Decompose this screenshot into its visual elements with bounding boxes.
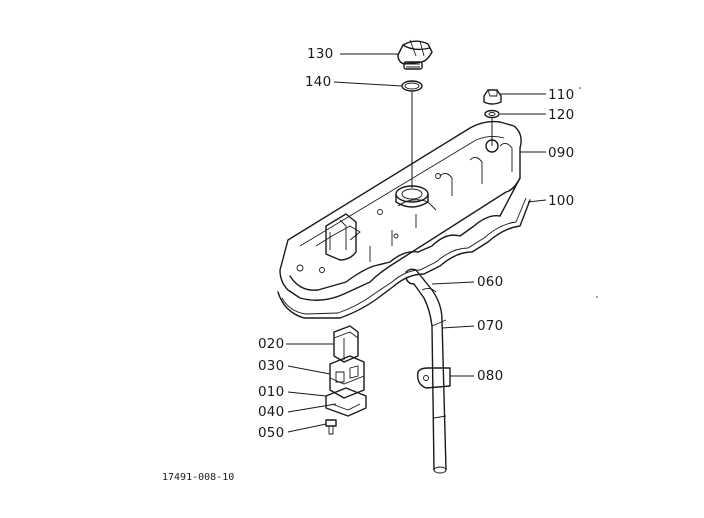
callout-030: 030 bbox=[258, 358, 284, 374]
cover-gasket bbox=[277, 199, 531, 319]
hose-clamp bbox=[416, 367, 451, 389]
cap-nut bbox=[483, 89, 502, 105]
breather-hose bbox=[405, 268, 447, 474]
drawing-number: 17491-008-10 bbox=[162, 472, 234, 483]
callout-020: 020 bbox=[258, 336, 284, 352]
oil-filler-cap bbox=[397, 39, 433, 70]
callout-120: 120 bbox=[548, 107, 574, 123]
breather-valve-assembly bbox=[325, 325, 367, 435]
print-speck bbox=[579, 87, 581, 89]
callout-060: 060 bbox=[477, 274, 503, 290]
callout-090: 090 bbox=[548, 145, 574, 161]
sealing-washer bbox=[484, 109, 500, 119]
callout-110: 110 bbox=[548, 87, 574, 103]
cylinder-head-cover bbox=[279, 120, 522, 301]
leader-lines bbox=[286, 53, 547, 433]
print-speck bbox=[596, 296, 598, 298]
callout-050: 050 bbox=[258, 425, 284, 441]
callout-040: 040 bbox=[258, 404, 284, 420]
callout-140: 140 bbox=[305, 74, 331, 90]
callout-labels: 130 140 110 120 090 100 060 070 080 020 … bbox=[258, 46, 574, 441]
callout-100: 100 bbox=[548, 193, 574, 209]
callout-080: 080 bbox=[477, 368, 503, 384]
callout-130: 130 bbox=[307, 46, 333, 62]
callout-010: 010 bbox=[258, 384, 284, 400]
callout-070: 070 bbox=[477, 318, 503, 334]
